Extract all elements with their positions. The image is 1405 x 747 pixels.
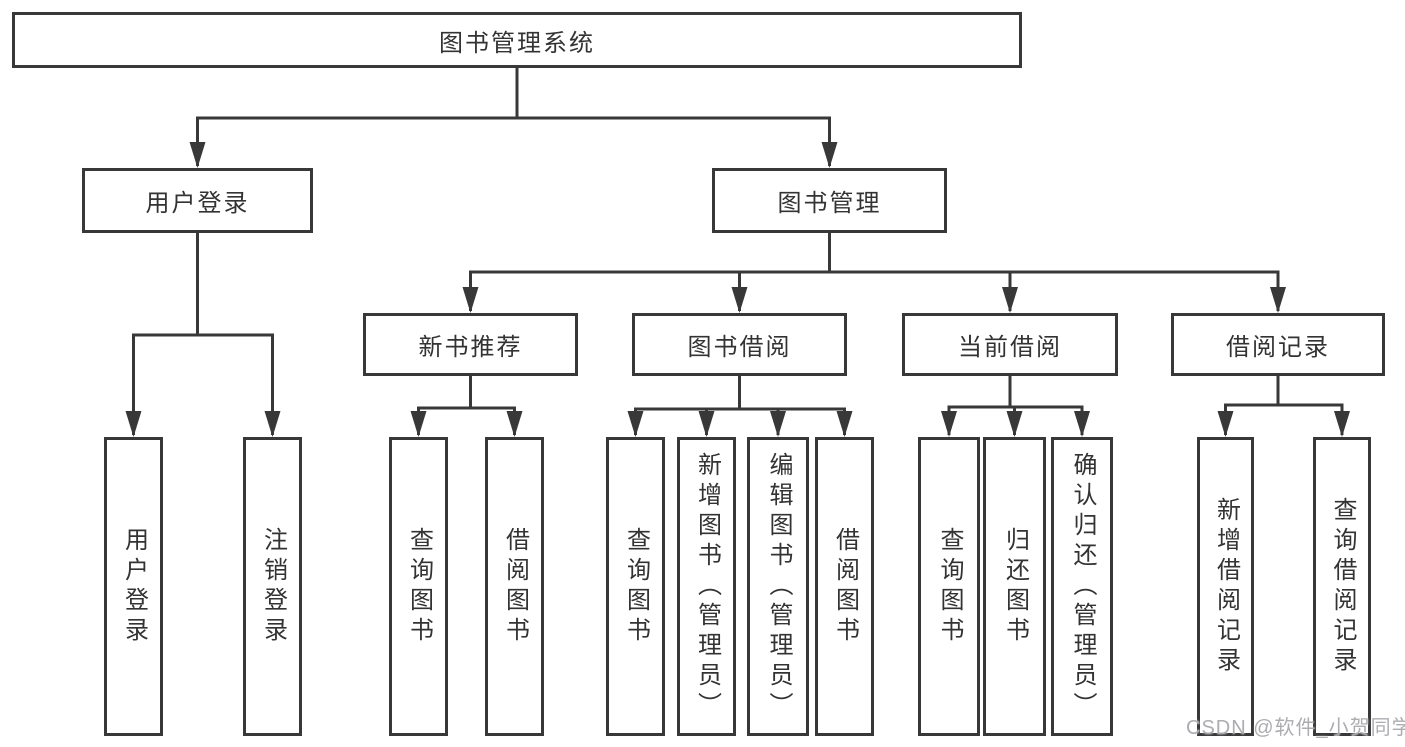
leaf-label: 查询图书 [622, 526, 650, 647]
leaf-label: 用户登录 [120, 526, 148, 647]
node-label: 新书推荐 [418, 334, 523, 361]
leaf-label: 查询图书 [405, 526, 433, 647]
node-current-borrowing: 当前借阅 [902, 313, 1118, 376]
node-library-management-system: 图书管理系统 [12, 12, 1022, 68]
leaf-query-books-current: 查询图书 [918, 437, 980, 736]
leaf-label: 确认归还（管理员） [1069, 451, 1096, 722]
leaf-label: 借阅图书 [831, 526, 859, 647]
node-borrowing-records: 借阅记录 [1171, 313, 1385, 376]
leaf-label: 注销登录 [259, 526, 287, 647]
node-new-book-recommendation: 新书推荐 [363, 313, 578, 376]
node-label: 借阅记录 [1226, 334, 1330, 361]
leaf-add-borrow-record: 新增借阅记录 [1197, 437, 1254, 736]
watermark: CSDN @软件_小贺同学 [1186, 717, 1405, 739]
leaf-borrow-books-borrowing: 借阅图书 [815, 437, 874, 736]
leaf-logout: 注销登录 [243, 437, 302, 736]
node-label: 图书借阅 [687, 334, 792, 361]
leaf-label: 编辑图书（管理员） [765, 451, 792, 722]
leaf-label: 新增图书（管理员） [693, 451, 721, 722]
leaf-confirm-return-admin: 确认归还（管理员） [1051, 437, 1113, 736]
node-label: 当前借阅 [958, 334, 1062, 361]
leaf-query-books-recommend: 查询图书 [389, 437, 448, 736]
node-label: 图书管理系统 [439, 29, 595, 57]
leaf-return-book: 归还图书 [983, 437, 1046, 736]
leaf-borrow-books-recommend: 借阅图书 [485, 437, 544, 736]
node-book-management: 图书管理 [712, 168, 947, 233]
leaf-user-login: 用户登录 [104, 437, 163, 736]
leaf-label: 查询借阅记录 [1329, 496, 1356, 677]
leaf-label: 查询图书 [936, 526, 963, 647]
leaf-add-book-admin: 新增图书（管理员） [677, 437, 736, 736]
leaf-label: 归还图书 [1001, 526, 1029, 647]
leaf-label: 新增借阅记录 [1212, 496, 1240, 677]
leaf-query-borrow-record: 查询借阅记录 [1313, 437, 1371, 736]
node-user-login: 用户登录 [82, 168, 313, 233]
node-book-borrowing: 图书借阅 [632, 313, 847, 376]
leaf-label: 借阅图书 [501, 526, 529, 647]
leaf-edit-book-admin: 编辑图书（管理员） [747, 437, 809, 736]
leaf-query-books-borrowing: 查询图书 [606, 437, 665, 736]
node-label: 图书管理 [777, 190, 882, 217]
node-label: 用户登录 [145, 190, 250, 217]
